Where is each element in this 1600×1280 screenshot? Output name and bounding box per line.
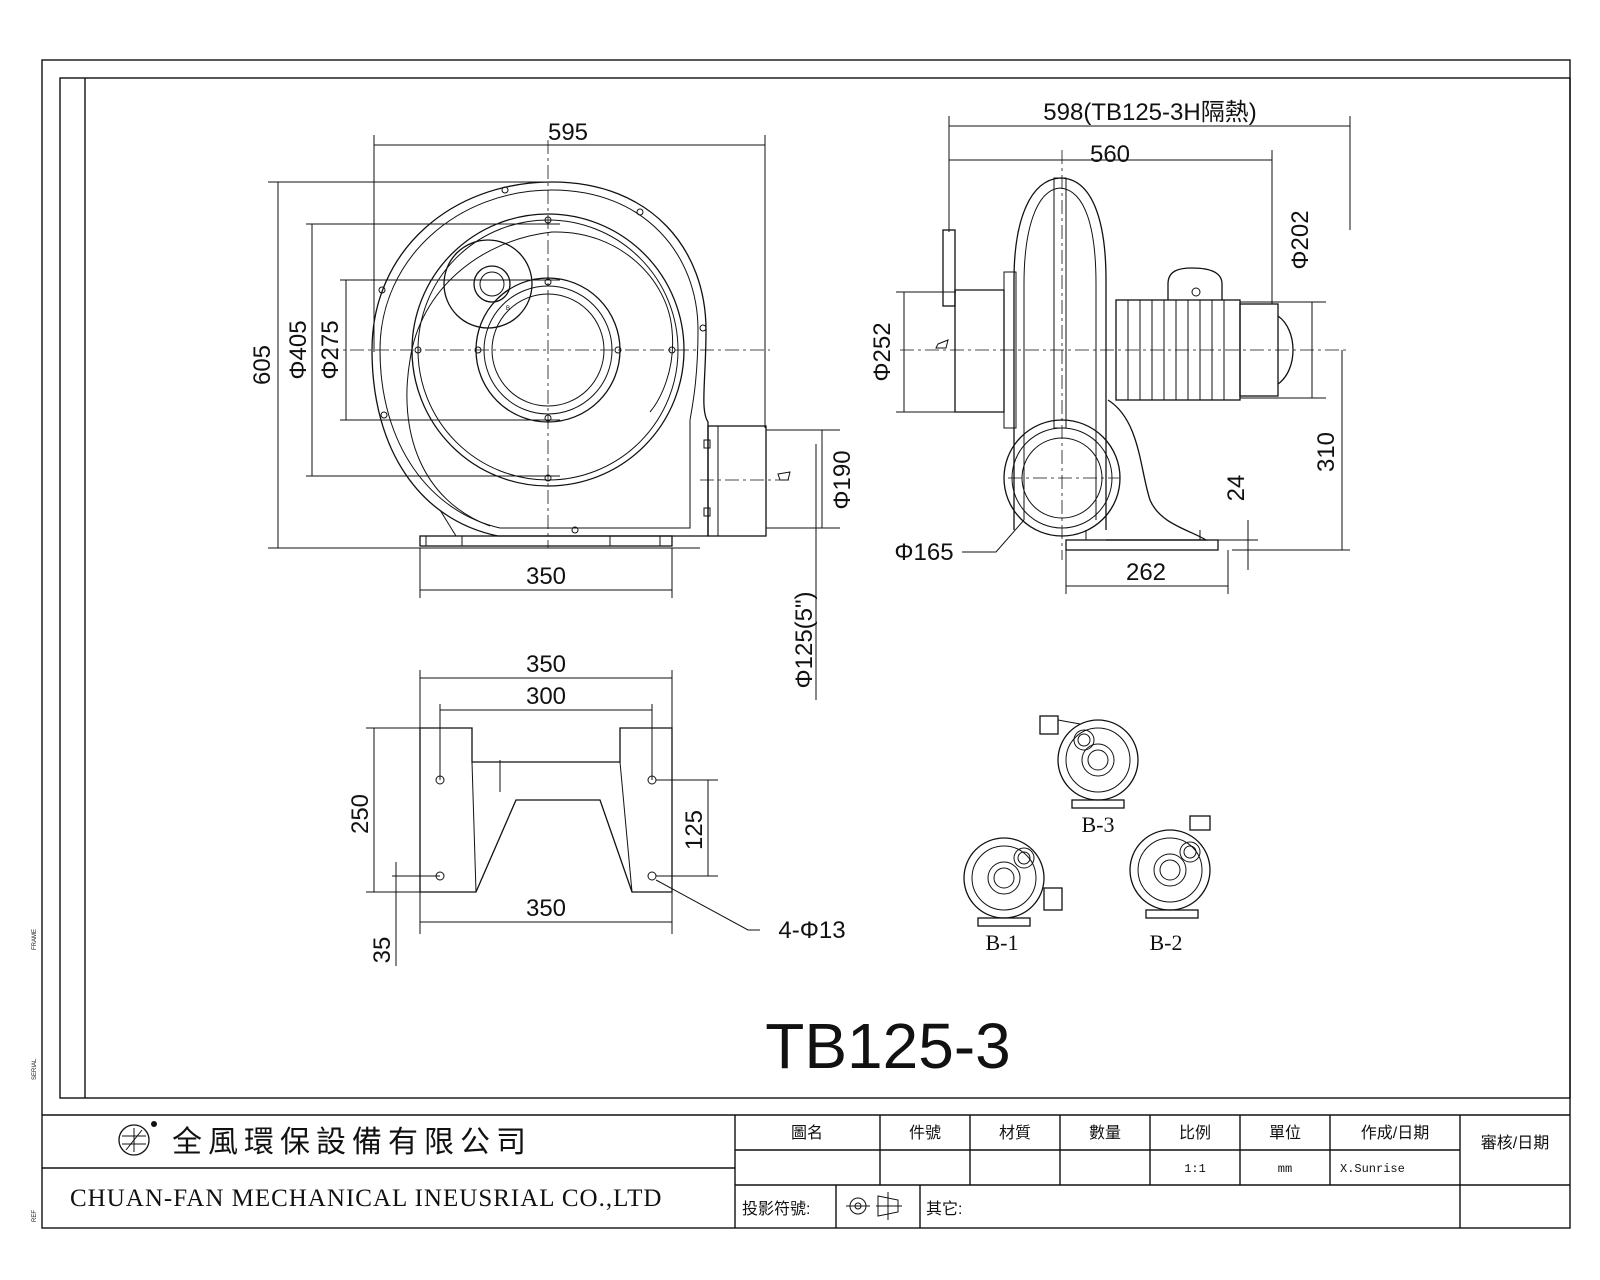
dim-front-outlet-nominal: Φ125(5")	[791, 591, 818, 688]
company-name-en: CHUAN-FAN MECHANICAL INEUSRIAL CO.,LTD	[70, 1185, 662, 1212]
front-view: B 595 605	[249, 119, 856, 700]
dim-side-center-height: 310	[1313, 432, 1340, 472]
dim-front-base: 350	[526, 563, 566, 590]
tb-header-material: 材質	[999, 1124, 1031, 1142]
margin-mark: REF	[32, 1210, 38, 1222]
side-view: 598(TB125-3H隔熱) 560 Φ202 Φ252 310 24 Φ16…	[869, 99, 1351, 594]
margin-mark: FRAME	[32, 929, 38, 950]
base-view: 350 300 250 125 350 35 4-Φ13	[347, 651, 846, 966]
tb-header-quantity: 數量	[1089, 1124, 1121, 1142]
dim-base-offset: 35	[369, 937, 396, 964]
title-block: 全風環保設備有限公司 CHUAN-FAN MECHANICAL INEUSRIA…	[42, 1115, 1570, 1228]
dim-base-hole-pitch: 125	[681, 810, 708, 850]
dim-side-flange-dia: Φ165	[894, 539, 953, 566]
tb-other-label: 其它:	[926, 1200, 962, 1218]
orientation-b3: B-3	[1039, 715, 1139, 837]
dim-front-dia-outer: Φ405	[285, 320, 312, 379]
dim-base-holes: 300	[526, 683, 566, 710]
margin-mark: SERIAL	[32, 1058, 38, 1080]
dim-front-height: 605	[249, 345, 276, 385]
dim-base-holes-spec: 4-Φ13	[778, 917, 845, 944]
dim-front-outlet: Φ190	[829, 450, 856, 509]
company-name-cn: 全風環保設備有限公司	[172, 1126, 532, 1159]
dim-side-base-thick: 24	[1223, 475, 1250, 502]
dim-base-outer: 350	[526, 651, 566, 678]
tb-projection-label: 投影符號:	[742, 1200, 810, 1218]
dim-side-inlet-dia: Φ252	[869, 322, 896, 381]
dim-front-dia-inner: Φ275	[317, 320, 344, 379]
drawing-frame	[41, 59, 1571, 1229]
dim-base-bottom: 350	[526, 895, 566, 922]
dim-side-motor-dia: Φ202	[1287, 210, 1314, 269]
orientation-b3-label: B-3	[1082, 812, 1115, 837]
projection-symbol-icon	[846, 1192, 902, 1220]
dim-front-width: 595	[548, 119, 588, 146]
tb-header-unit: 單位	[1269, 1124, 1301, 1142]
tb-value-made-by: X.Sunrise	[1340, 1162, 1405, 1176]
model-title: TB125-3	[765, 1010, 1010, 1082]
dim-base-depth: 250	[347, 794, 374, 834]
tb-header-made-date: 作成/日期	[1361, 1124, 1429, 1142]
margin-marks: FRAME SERIAL REF	[32, 929, 38, 1222]
orientation-b2: B-2	[1129, 815, 1211, 955]
dim-side-base-length: 262	[1126, 559, 1166, 586]
front-label-b: B	[506, 306, 510, 312]
orientation-b1-label: B-1	[986, 930, 1019, 955]
tb-header-drawing-name: 圖名	[791, 1124, 823, 1142]
tb-header-review-date: 審核/日期	[1481, 1134, 1549, 1152]
bolt-holes	[378, 186, 707, 534]
tb-value-scale: 1:1	[1184, 1162, 1206, 1176]
tb-value-unit: mm	[1278, 1162, 1292, 1176]
tb-header-part-no: 件號	[909, 1124, 941, 1142]
orientation-b1: B-1	[963, 837, 1063, 955]
dim-side-width: 560	[1090, 141, 1130, 168]
tb-header-scale: 比例	[1179, 1124, 1211, 1142]
company-logo-icon	[118, 1121, 157, 1156]
orientation-b2-label: B-2	[1150, 930, 1183, 955]
dim-side-overall: 598(TB125-3H隔熱)	[1043, 99, 1256, 126]
